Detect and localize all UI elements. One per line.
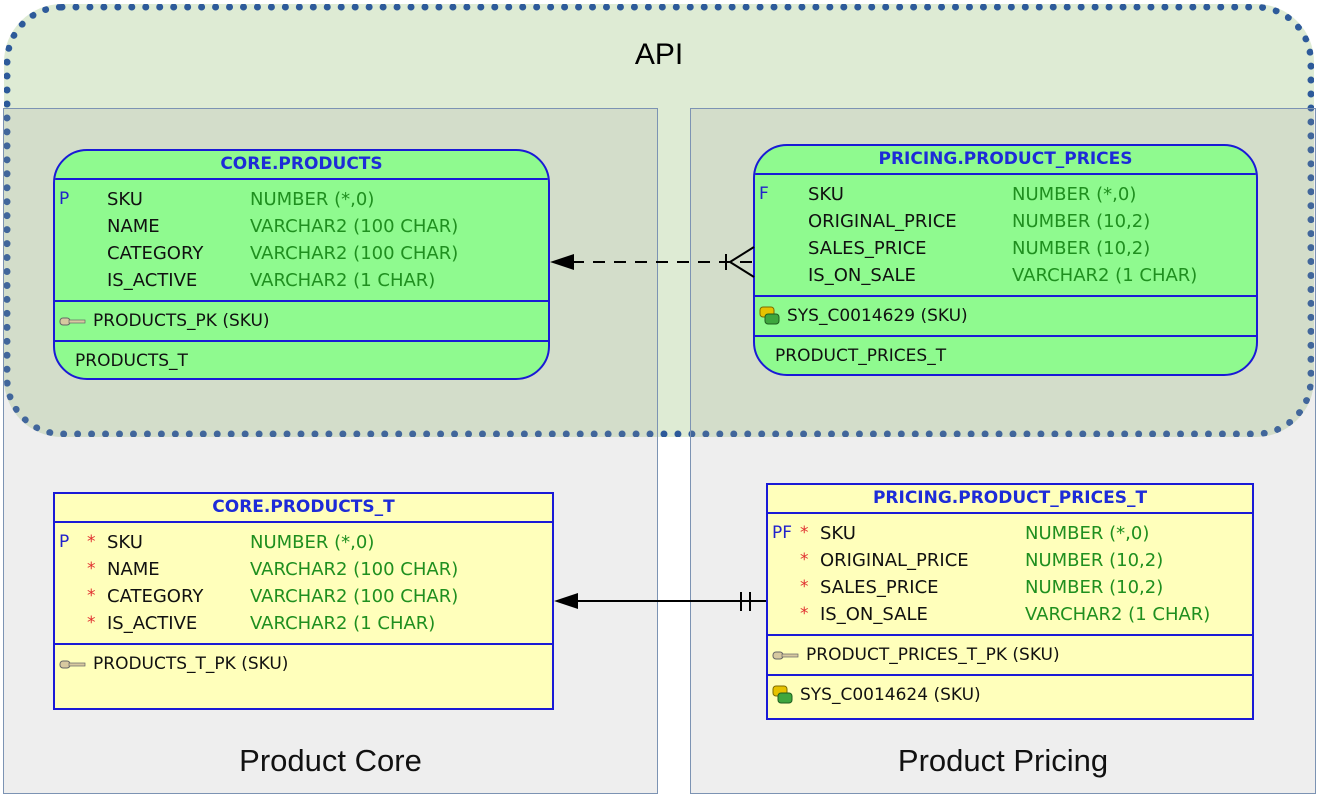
- column-row[interactable]: P * SKU NUMBER (*,0): [55, 529, 552, 556]
- crows-foot-icon: [729, 246, 755, 263]
- relationship-solid[interactable]: [554, 592, 766, 611]
- index-name: SYS_C0014624 (SKU): [800, 685, 981, 705]
- key-flag: F: [759, 184, 769, 204]
- index-name: PRODUCTS_PK (SKU): [93, 311, 270, 331]
- index-row[interactable]: SYS_C0014624 (SKU): [768, 676, 1252, 714]
- entity-core-products[interactable]: CORE.PRODUCTS P SKU NUMBER (*,0) NAME VARCH…: [53, 149, 550, 380]
- view-source-table: PRODUCTS_T: [75, 351, 188, 371]
- index-row[interactable]: PRODUCTS_PK (SKU): [55, 302, 548, 342]
- key-flag: P: [59, 532, 70, 552]
- column-type: VARCHAR2 (100 CHAR): [250, 216, 459, 237]
- entity-core-products-t[interactable]: CORE.PRODUCTS_T P * SKU NUMBER (*,0) * NAME V…: [53, 492, 554, 710]
- entity-pricing-product-prices[interactable]: PRICING.PRODUCT_PRICES F SKU NUMBER (*,0) …: [753, 144, 1258, 376]
- column-type: NUMBER (*,0): [1012, 184, 1137, 205]
- column-name: IS_ON_SALE: [820, 604, 928, 625]
- column-list: P SKU NUMBER (*,0) NAME VARCHAR2 (100 CHAR)…: [55, 180, 548, 302]
- column-list: F SKU NUMBER (*,0) ORIGINAL_PRICE NUMBER (1…: [755, 175, 1256, 297]
- mandatory-mark: *: [87, 559, 96, 579]
- column-row[interactable]: * IS_ON_SALE VARCHAR2 (1 CHAR): [768, 601, 1252, 628]
- column-row[interactable]: * IS_ACTIVE VARCHAR2 (1 CHAR): [55, 610, 552, 637]
- column-type: VARCHAR2 (100 CHAR): [250, 586, 459, 607]
- key-flag: PF: [772, 523, 793, 543]
- entity-title: PRICING.PRODUCT_PRICES_T: [768, 485, 1252, 514]
- column-type: NUMBER (*,0): [1025, 523, 1150, 544]
- index-row[interactable]: PRODUCTS_T_PK (SKU): [55, 645, 552, 683]
- arrow-head-icon: [554, 593, 578, 609]
- column-name: SKU: [107, 532, 143, 553]
- index-row[interactable]: SYS_C0014629 (SKU): [755, 297, 1256, 337]
- mandatory-mark: *: [800, 550, 809, 570]
- column-row[interactable]: SALES_PRICE NUMBER (10,2): [755, 235, 1256, 262]
- column-name: SKU: [107, 189, 143, 210]
- index-name: PRODUCTS_T_PK (SKU): [93, 654, 289, 674]
- column-type: NUMBER (10,2): [1012, 211, 1151, 232]
- column-type: VARCHAR2 (1 CHAR): [1025, 604, 1211, 625]
- key-icon: [59, 317, 86, 326]
- column-row[interactable]: PF * SKU NUMBER (*,0): [768, 520, 1252, 547]
- column-type: NUMBER (*,0): [250, 189, 375, 210]
- column-row[interactable]: IS_ON_SALE VARCHAR2 (1 CHAR): [755, 262, 1256, 289]
- column-type: VARCHAR2 (100 CHAR): [250, 243, 459, 264]
- unique-key-icon: [772, 685, 793, 704]
- column-type: VARCHAR2 (1 CHAR): [250, 613, 436, 634]
- mandatory-mark: *: [800, 604, 809, 624]
- index-name: PRODUCT_PRICES_T_PK (SKU): [806, 645, 1060, 665]
- key-icon: [772, 651, 799, 660]
- column-row[interactable]: P SKU NUMBER (*,0): [55, 186, 548, 213]
- column-row[interactable]: ORIGINAL_PRICE NUMBER (10,2): [755, 208, 1256, 235]
- column-name: SKU: [808, 184, 844, 205]
- column-row[interactable]: * CATEGORY VARCHAR2 (100 CHAR): [55, 583, 552, 610]
- index-row[interactable]: PRODUCT_PRICES_T_PK (SKU): [768, 636, 1252, 676]
- column-name: SKU: [820, 523, 856, 544]
- view-source-table: PRODUCT_PRICES_T: [775, 346, 947, 366]
- column-type: NUMBER (10,2): [1025, 577, 1164, 598]
- mandatory-mark: *: [87, 586, 96, 606]
- column-type: NUMBER (10,2): [1025, 550, 1164, 571]
- column-list: PF * SKU NUMBER (*,0) * ORIGINAL_PRICE NUMBER…: [768, 514, 1252, 636]
- entity-pricing-product-prices-t[interactable]: PRICING.PRODUCT_PRICES_T PF * SKU NUMBER (*…: [766, 483, 1254, 720]
- relationship-dashed[interactable]: [550, 246, 755, 278]
- column-name: ORIGINAL_PRICE: [808, 211, 957, 232]
- column-row[interactable]: CATEGORY VARCHAR2 (100 CHAR): [55, 240, 548, 267]
- key-flag: P: [59, 189, 70, 209]
- column-name: IS_ACTIVE: [107, 613, 198, 634]
- arrow-head-icon: [550, 254, 574, 270]
- column-row[interactable]: NAME VARCHAR2 (100 CHAR): [55, 213, 548, 240]
- area-label-product-pricing: Product Pricing: [897, 743, 1109, 778]
- column-type: VARCHAR2 (1 CHAR): [1012, 265, 1198, 286]
- column-row[interactable]: * NAME VARCHAR2 (100 CHAR): [55, 556, 552, 583]
- mandatory-mark: *: [800, 523, 809, 543]
- column-name: CATEGORY: [107, 586, 204, 607]
- entity-title: CORE.PRODUCTS: [55, 151, 548, 180]
- key-icon: [59, 660, 86, 669]
- column-name: CATEGORY: [107, 243, 204, 264]
- column-name: NAME: [107, 216, 160, 237]
- mandatory-mark: *: [87, 532, 96, 552]
- column-name: SALES_PRICE: [808, 238, 927, 259]
- entity-title: PRICING.PRODUCT_PRICES: [755, 146, 1256, 175]
- api-label: API: [634, 38, 684, 71]
- column-type: NUMBER (*,0): [250, 532, 375, 553]
- column-row[interactable]: IS_ACTIVE VARCHAR2 (1 CHAR): [55, 267, 548, 294]
- mandatory-mark: *: [87, 613, 96, 633]
- index-name: SYS_C0014629 (SKU): [787, 306, 968, 326]
- column-row[interactable]: F SKU NUMBER (*,0): [755, 181, 1256, 208]
- unique-key-icon: [759, 306, 780, 325]
- entity-title: CORE.PRODUCTS_T: [55, 494, 552, 523]
- area-label-product-core: Product Core: [239, 743, 422, 778]
- column-row[interactable]: * ORIGINAL_PRICE NUMBER (10,2): [768, 547, 1252, 574]
- column-row[interactable]: * SALES_PRICE NUMBER (10,2): [768, 574, 1252, 601]
- column-type: VARCHAR2 (1 CHAR): [250, 270, 436, 291]
- column-type: NUMBER (10,2): [1012, 238, 1151, 259]
- column-name: NAME: [107, 559, 160, 580]
- column-type: VARCHAR2 (100 CHAR): [250, 559, 459, 580]
- column-name: IS_ACTIVE: [107, 270, 198, 291]
- column-name: SALES_PRICE: [820, 577, 939, 598]
- mandatory-mark: *: [800, 577, 809, 597]
- column-name: IS_ON_SALE: [808, 265, 916, 286]
- column-name: ORIGINAL_PRICE: [820, 550, 969, 571]
- column-list: P * SKU NUMBER (*,0) * NAME VARCHAR2 (100 CHA…: [55, 523, 552, 645]
